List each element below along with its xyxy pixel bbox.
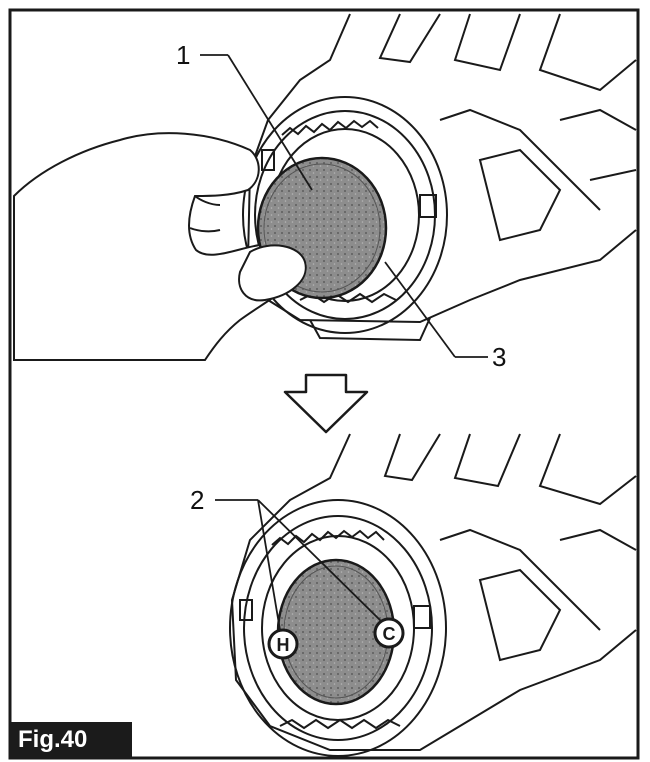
top-tool-body: [242, 13, 637, 342]
callout-3-label: 3: [492, 342, 506, 372]
callout-1: 1: [176, 40, 313, 191]
bottom-tool-body: [229, 433, 637, 757]
c-mark-icon: C: [373, 617, 405, 649]
c-mark-label: C: [383, 624, 396, 644]
thumb-illustration: [238, 244, 307, 302]
figure-number-tag: Fig.40: [10, 722, 132, 758]
callout-3: 3: [384, 261, 506, 372]
callout-2-label: 2: [190, 485, 204, 515]
down-arrow-icon: [283, 373, 369, 434]
callout-1-label: 1: [176, 40, 190, 70]
callout-2: 2: [190, 485, 383, 631]
h-mark-label: H: [277, 635, 290, 655]
figure-frame: [8, 8, 640, 760]
h-mark-icon: H: [267, 628, 299, 660]
